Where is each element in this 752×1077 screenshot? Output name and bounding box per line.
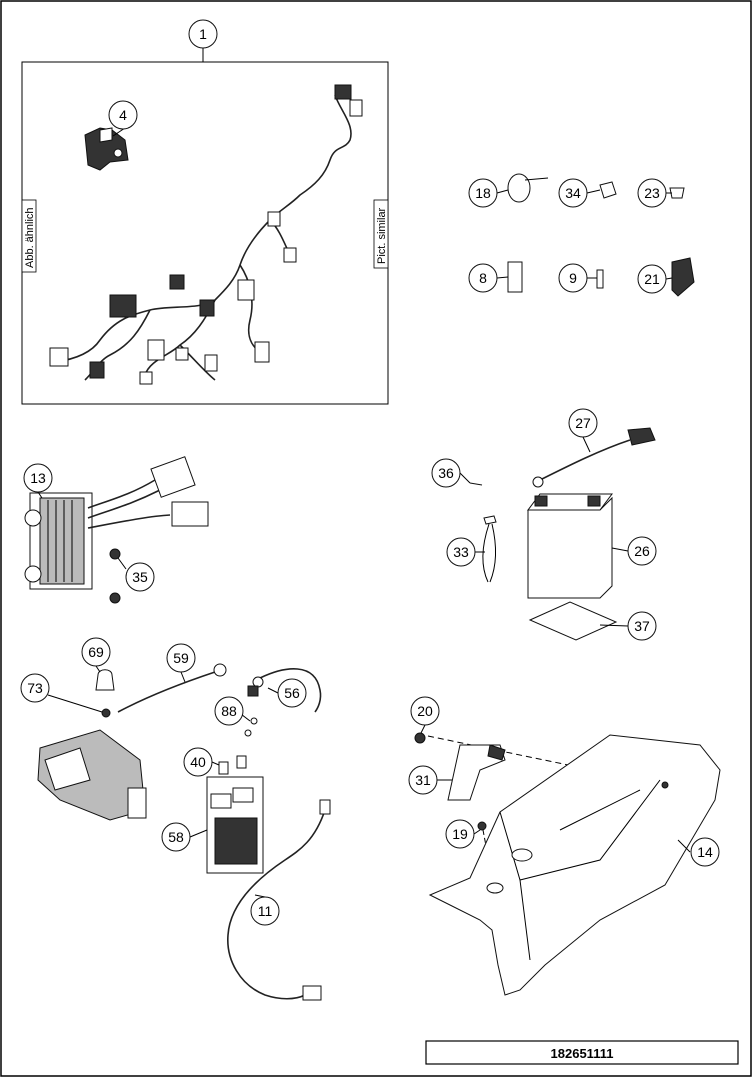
callout-37: 37: [627, 611, 657, 641]
callout-58: 58: [161, 822, 191, 852]
harness-box: [21, 61, 389, 405]
callout-19: 19: [445, 819, 475, 849]
callout-8: 8: [468, 263, 498, 293]
callout-label: 11: [258, 903, 273, 919]
callout-21: 21: [637, 264, 667, 294]
harness-connector: [334, 84, 352, 100]
callout-label: 19: [452, 826, 468, 842]
callout-33: 33: [446, 537, 476, 567]
callout-14: 14: [690, 837, 720, 867]
harness-note-en: Pict. similar: [376, 207, 388, 264]
callout-label: 69: [88, 644, 104, 660]
callout-label: 36: [438, 465, 454, 481]
harness-bracket-drawing: [84, 127, 129, 171]
callout-label: 59: [173, 650, 189, 666]
pad-drawing: [528, 601, 618, 641]
callout-13: 13: [23, 463, 53, 493]
callout-label: 73: [27, 680, 43, 696]
callout-label: 27: [575, 415, 591, 431]
callout-label: 14: [697, 844, 713, 860]
bracket-drawing: [447, 744, 506, 801]
starter-group: [37, 663, 331, 1001]
callout-1: 1: [188, 19, 218, 49]
callout-40: 40: [183, 747, 213, 777]
callout-label: 9: [569, 270, 577, 286]
callout-label: 20: [417, 703, 433, 719]
callout-label: 18: [475, 185, 491, 201]
small-parts: [507, 173, 695, 297]
callout-label: 56: [284, 685, 300, 701]
callout-label: 1: [199, 26, 207, 42]
callout-35: 35: [125, 562, 155, 592]
harness-group: Abb. ähnlich Pict. similar: [21, 48, 389, 405]
battery-drawing: [527, 496, 613, 599]
callout-26: 26: [627, 536, 657, 566]
callout-label: 88: [221, 703, 237, 719]
callout-69: 69: [81, 637, 111, 667]
callout-18: 18: [468, 178, 498, 208]
callout-9: 9: [558, 263, 588, 293]
callout-23: 23: [637, 178, 667, 208]
callout-label: 58: [168, 829, 184, 845]
callout-20: 20: [410, 696, 440, 726]
callout-34: 34: [558, 178, 588, 208]
regulator-group: [24, 456, 209, 604]
callout-73: 73: [20, 673, 50, 703]
callout-label: 31: [415, 772, 431, 788]
drawing-number: 182651111: [551, 1046, 614, 1061]
callout-31: 31: [408, 765, 438, 795]
callout-88: 88: [214, 696, 244, 726]
battery-holder-drawing: [428, 734, 721, 996]
callout-label: 26: [634, 543, 650, 559]
battery-holder-group: [414, 732, 721, 996]
callout-label: 40: [190, 754, 206, 770]
cable-tie-drawing: [507, 173, 531, 203]
callout-label: 34: [565, 185, 581, 201]
callout-59: 59: [166, 643, 196, 673]
callout-label: 35: [132, 569, 148, 585]
harness-note-de: Abb. ähnlich: [24, 207, 36, 268]
callout-label: 23: [644, 185, 660, 201]
callout-label: 21: [644, 271, 660, 287]
callout-label: 8: [479, 270, 487, 286]
callout-label: 4: [119, 107, 127, 123]
callout-56: 56: [277, 678, 307, 708]
callout-36: 36: [431, 458, 461, 488]
callout-label: 13: [30, 470, 46, 486]
drawing-number-box: 182651111: [425, 1040, 739, 1065]
battery-group: [469, 427, 656, 641]
callout-27: 27: [568, 408, 598, 438]
callout-label: 37: [634, 618, 650, 634]
callout-label: 33: [453, 544, 469, 560]
callout-4: 4: [108, 100, 138, 130]
callout-11: 11: [250, 896, 280, 926]
